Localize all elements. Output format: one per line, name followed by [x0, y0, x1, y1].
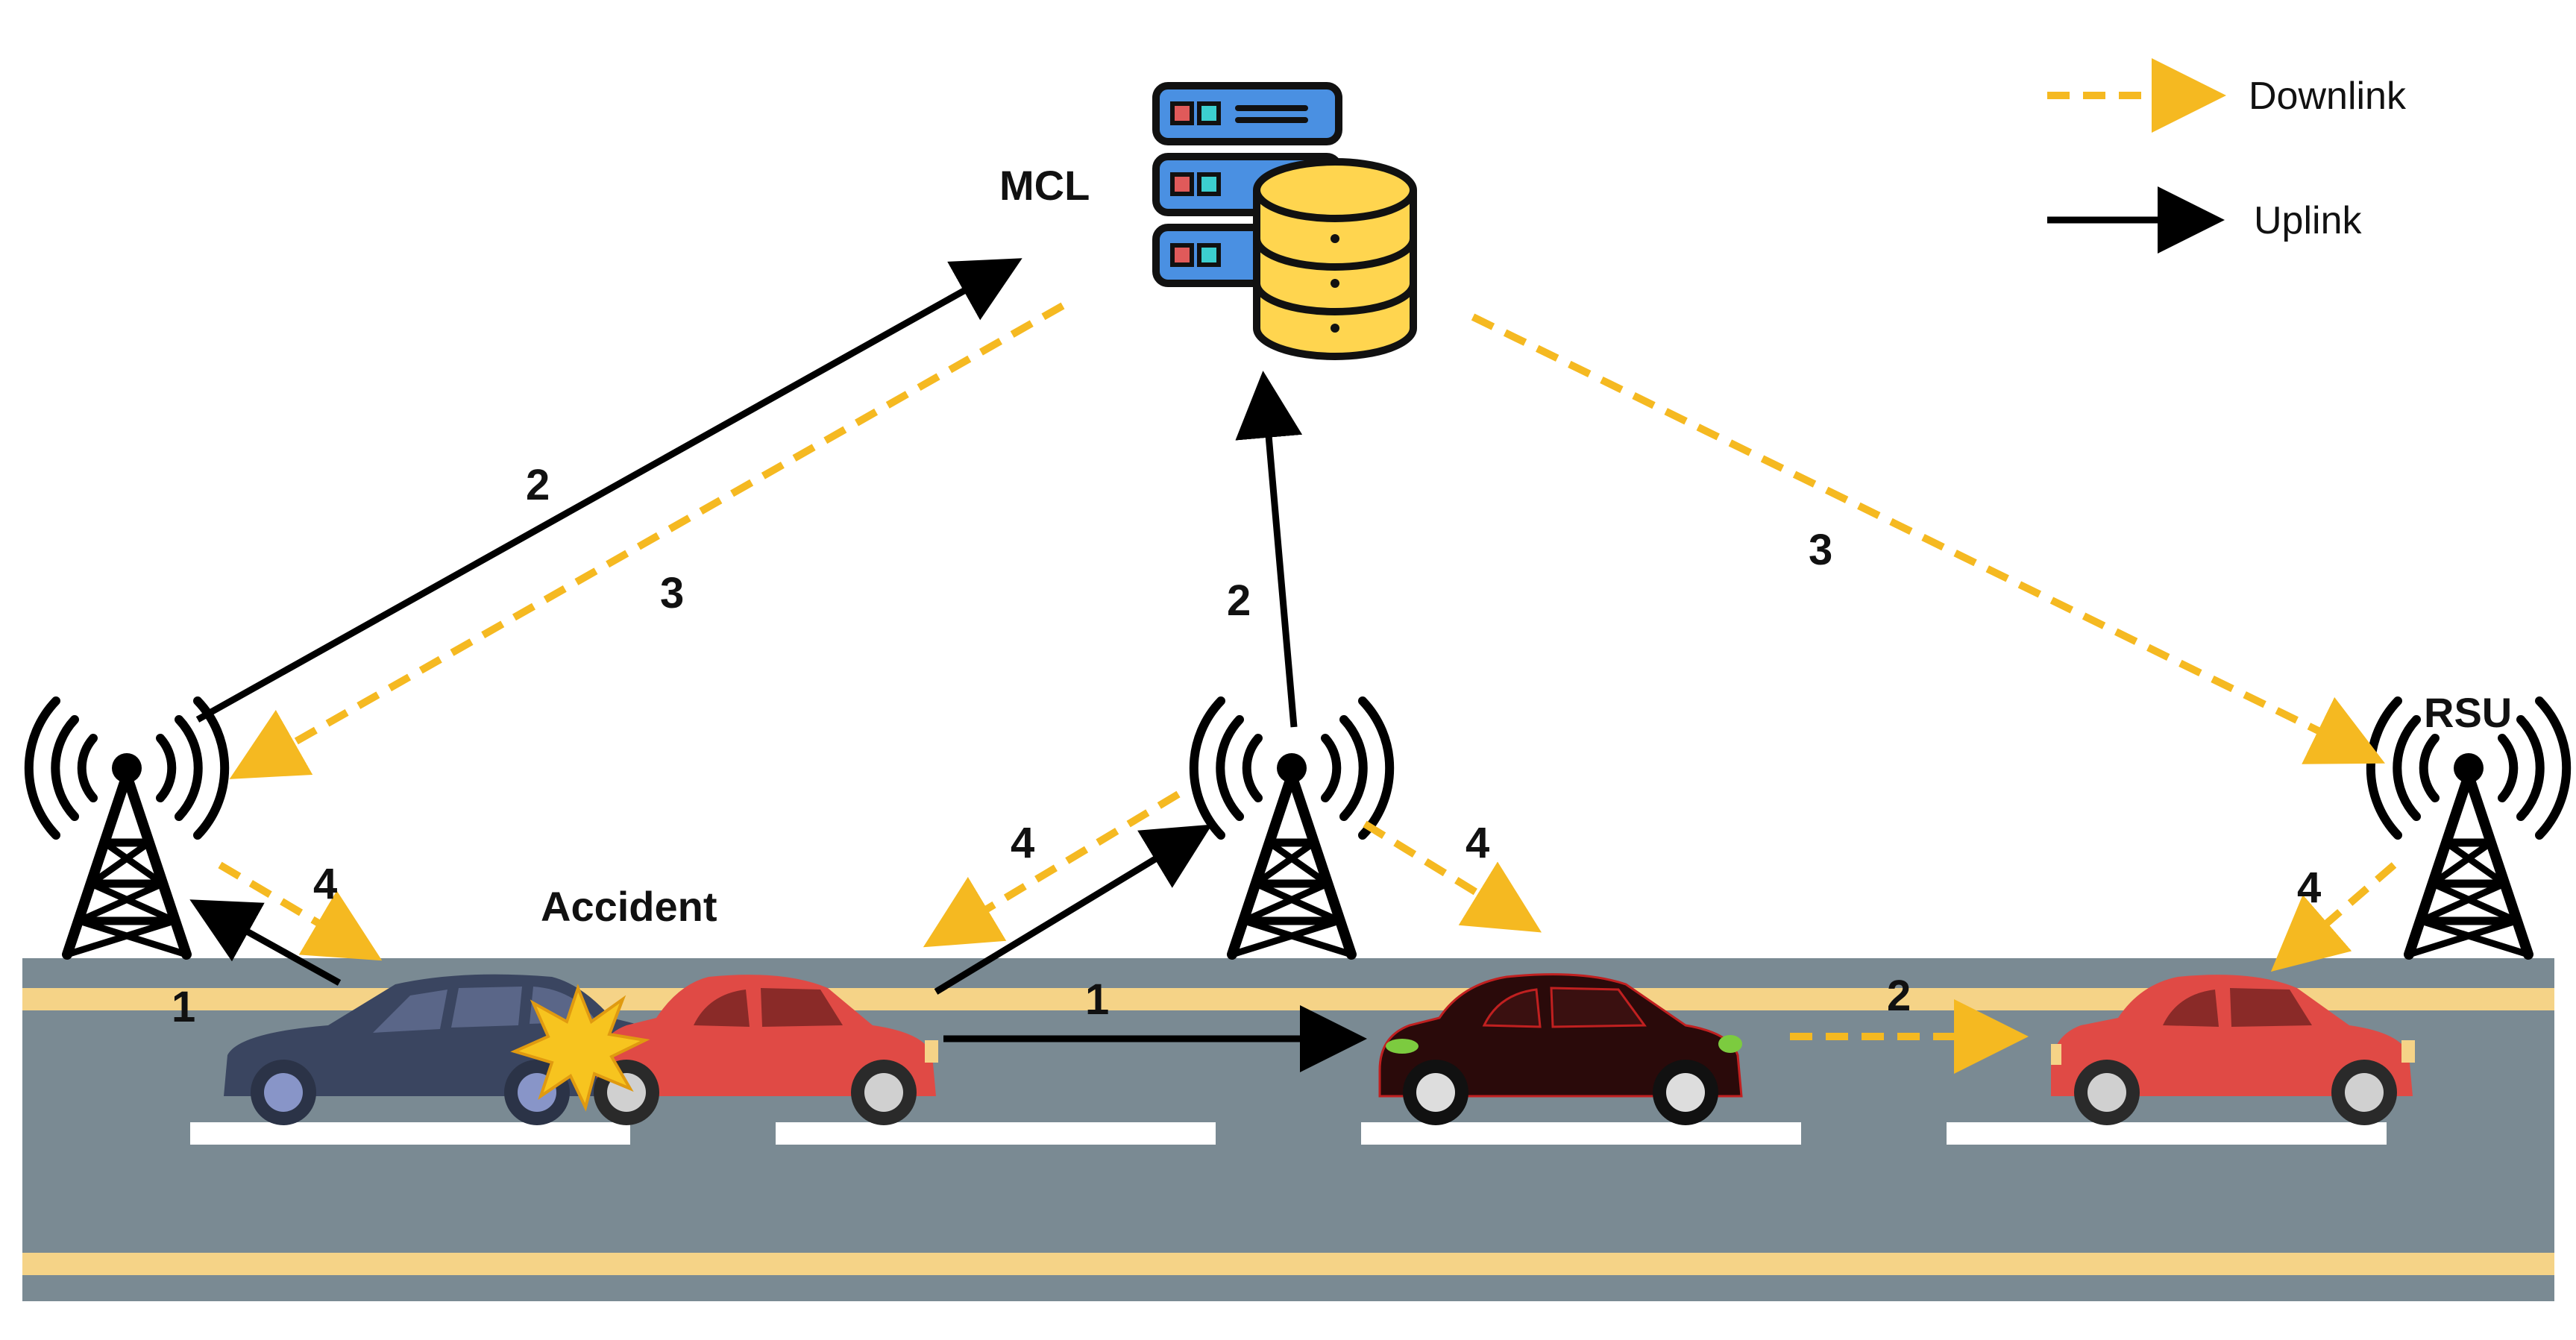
- cell-tower-icon-left: [29, 701, 224, 954]
- cell-tower-icon-rsu: [2371, 701, 2566, 954]
- mcl-label: MCL: [999, 162, 1090, 209]
- uplink-arrows: [189, 258, 1367, 1072]
- step-number: 2: [1227, 576, 1251, 625]
- step-number: 4: [2297, 864, 2321, 912]
- step-number: 3: [1809, 526, 1832, 574]
- step-number: 4: [313, 860, 337, 908]
- legend: Downlink Uplink: [2047, 58, 2407, 254]
- step-number: 2: [526, 461, 550, 509]
- uplink-car-to-left-tower: [189, 899, 342, 986]
- downlink-arrows: [218, 302, 2397, 1074]
- rsu-label: RSU: [2424, 689, 2512, 736]
- downlink-mcl-to-rsu: [1471, 313, 2385, 764]
- legend-downlink-label: Downlink: [2249, 75, 2407, 118]
- step-number: 1: [1085, 975, 1109, 1024]
- lane-line-bottom: [22, 1253, 2554, 1275]
- accident-label: Accident: [541, 883, 717, 930]
- step-numbers: 2 3 2 3 4 1 4 4 4 1 2: [172, 461, 2321, 1031]
- downlink-center-tower-to-car-right: [1363, 820, 1542, 933]
- lane-dashes: [190, 1122, 2387, 1145]
- uplink-center-tower-to-mcl: [1235, 371, 1303, 728]
- downlink-mcl-to-left-tower: [229, 302, 1065, 779]
- downlink-left-tower-to-car: [218, 861, 383, 961]
- cell-tower-icon-center: [1194, 701, 1389, 954]
- step-number: 1: [172, 983, 195, 1031]
- downlink-rsu-to-car: [2270, 862, 2397, 972]
- step-number: 2: [1887, 972, 1911, 1020]
- crash-burst-icon: [510, 984, 650, 1112]
- step-number: 3: [660, 569, 684, 617]
- car-icon-red-right: [2051, 975, 2415, 1125]
- downlink-center-tower-to-car-left: [923, 790, 1181, 948]
- uplink-left-tower-to-mcl: [195, 258, 1022, 723]
- step-number: 4: [1466, 819, 1489, 867]
- car-icon-dark: [1378, 973, 1743, 1125]
- legend-uplink-label: Uplink: [2254, 199, 2362, 242]
- step-number: 4: [1011, 819, 1034, 867]
- uplink-car-to-center-tower: [934, 824, 1213, 995]
- database-icon: [1253, 158, 1417, 360]
- car-icon-red-crashed: [594, 975, 938, 1125]
